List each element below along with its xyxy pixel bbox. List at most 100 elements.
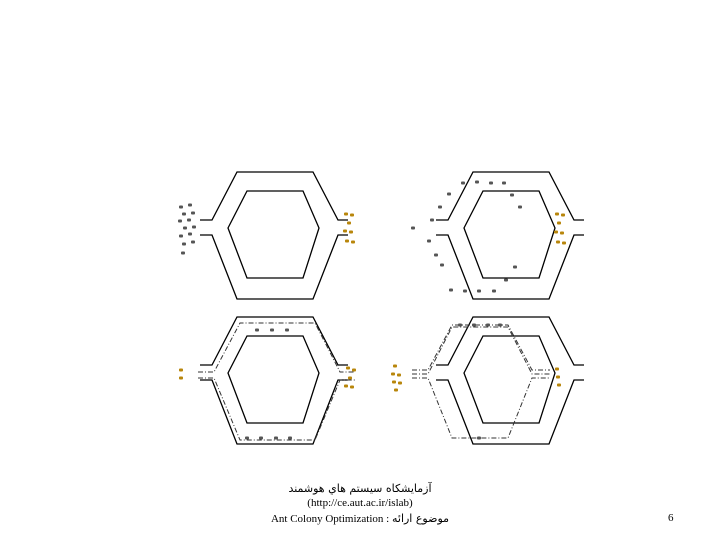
panel-initial [178, 171, 355, 300]
ant-path [434, 253, 438, 257]
ant-path [427, 239, 431, 243]
track-inner [463, 335, 556, 424]
ant-nest [188, 203, 192, 207]
ant-path [461, 181, 465, 185]
ant-food [348, 376, 352, 380]
ant-path [477, 289, 481, 293]
panel-shortest-path [391, 316, 584, 445]
ant-nest [179, 376, 183, 380]
ant-food [554, 230, 558, 234]
page-number: 6 [668, 512, 674, 524]
lab-name: آزمايشكاه سيستم هاي هوشمند [288, 482, 432, 495]
ant-nest [391, 372, 395, 376]
lab-url: (http://ce.aut.ac.ir/islab) [307, 497, 413, 509]
ant-nest [411, 226, 415, 230]
ant-food [350, 213, 354, 217]
ant-food [349, 230, 353, 234]
ant-food [557, 383, 561, 387]
track-inner [463, 190, 556, 279]
ant-path [510, 193, 514, 197]
track-outer-top [200, 171, 348, 221]
ant-food [351, 240, 355, 244]
panel-pheromone-trail [179, 316, 356, 445]
ant-trail [245, 436, 249, 440]
pheromone-top [198, 322, 355, 373]
ant-food [347, 221, 351, 225]
topic-line: Ant Colony Optimization : موضوع ارائه [0, 512, 720, 525]
ant-nest [392, 380, 396, 384]
ant-food [556, 375, 560, 379]
ant-food [555, 212, 559, 216]
ant-nest [179, 368, 183, 372]
ant-food [352, 368, 356, 372]
ant-food [555, 367, 559, 371]
ant-nest [182, 242, 186, 246]
ant-nest [188, 232, 192, 236]
ant-nest [179, 234, 183, 238]
ant-path [430, 218, 434, 222]
ant-nest [192, 225, 196, 229]
ant-path [502, 181, 506, 185]
ant-food [562, 241, 566, 245]
pheromone-short-2 [412, 326, 550, 375]
track-outer-bottom [200, 234, 348, 300]
ant-trail [274, 436, 278, 440]
ant-nest [178, 219, 182, 223]
ant-food [556, 240, 560, 244]
ant-path [504, 278, 508, 282]
ant-food [350, 385, 354, 389]
topic-title: Ant Colony Optimization [270, 513, 384, 525]
ant-path [475, 180, 479, 184]
ant-nest [187, 218, 191, 222]
pheromone-short [412, 324, 550, 371]
ant-food [345, 239, 349, 243]
track-outer-top [436, 171, 584, 221]
topic-separator: : [383, 513, 392, 525]
track-inner [227, 190, 320, 279]
ant-food [344, 212, 348, 216]
track-outer-top [200, 316, 348, 366]
track-outer-bottom [436, 379, 584, 445]
ant-nest [398, 381, 402, 385]
ant-nest [397, 373, 401, 377]
ant-nest [183, 226, 187, 230]
ant-food [346, 366, 350, 370]
ant-food [344, 384, 348, 388]
ant-path [440, 263, 444, 267]
ant-nest [191, 211, 195, 215]
ant-nest [393, 364, 397, 368]
ant-nest [182, 212, 186, 216]
ant-nest [179, 205, 183, 209]
ant-food [560, 231, 564, 235]
ant-trail [285, 328, 289, 332]
ant-trail [288, 436, 292, 440]
ant-trail [255, 328, 259, 332]
ant-path [489, 181, 493, 185]
track-outer-top [436, 316, 584, 366]
ant-trail [486, 323, 490, 327]
track-inner [227, 335, 320, 424]
panel-exploring [411, 171, 584, 300]
ant-path [518, 205, 522, 209]
pheromone-long [412, 377, 550, 439]
ant-trail [498, 323, 502, 327]
ant-trail [472, 323, 476, 327]
ant-trail [477, 436, 481, 440]
ant-path [513, 265, 517, 269]
ant-path [449, 288, 453, 292]
ant-nest [394, 388, 398, 392]
ant-trail [259, 436, 263, 440]
track-outer-bottom [436, 234, 584, 300]
ant-path [447, 192, 451, 196]
pheromone-bottom [198, 377, 355, 441]
ant-trail [458, 323, 462, 327]
ant-food [557, 221, 561, 225]
ant-nest [191, 240, 195, 244]
track-outer-bottom [200, 379, 348, 445]
topic-label: موضوع ارائه [391, 512, 450, 525]
ant-path [492, 289, 496, 293]
ant-food [343, 229, 347, 233]
ant-trail [270, 328, 274, 332]
